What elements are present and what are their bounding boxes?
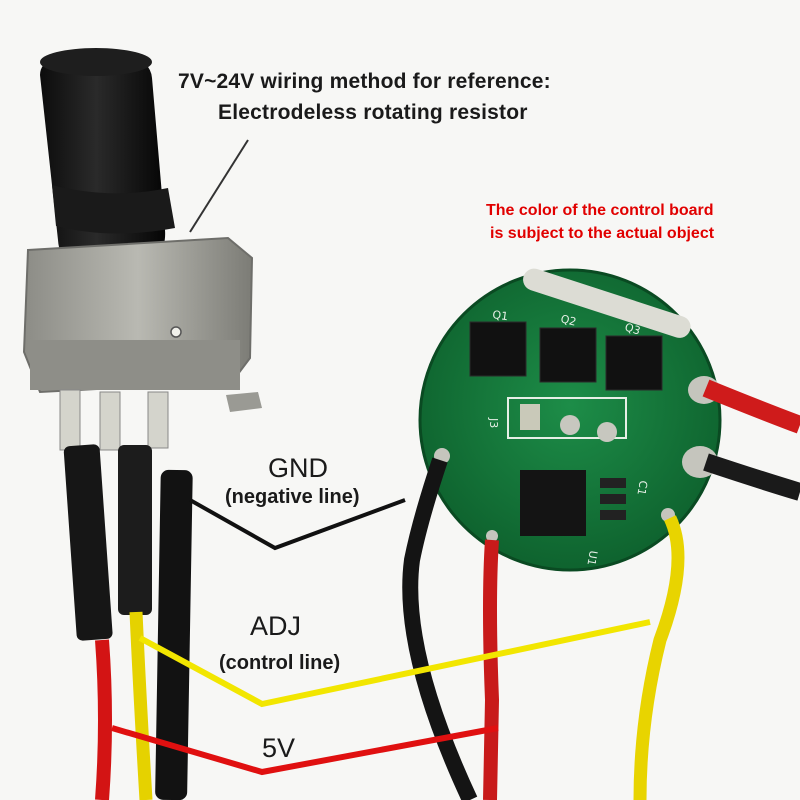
silk-q2: Q2 bbox=[559, 312, 577, 328]
gnd-label: GND bbox=[268, 453, 328, 483]
caption-line-1: 7V~24V wiring method for reference: bbox=[178, 70, 551, 93]
caption-pointer bbox=[189, 139, 249, 233]
silk-j3: J3 bbox=[487, 417, 500, 428]
adj-sublabel: (control line) bbox=[219, 652, 341, 674]
gnd-sublabel: (negative line) bbox=[225, 486, 360, 508]
silk-u1: U1 bbox=[584, 549, 599, 566]
silk-q1: Q1 bbox=[492, 308, 509, 323]
gnd-indicator-line bbox=[189, 498, 406, 551]
board-color-note-line-2: is subject to the actual object bbox=[490, 225, 715, 242]
control-board: Q1 Q2 Q3 J3 U1 C1 bbox=[418, 268, 722, 572]
pot-wires bbox=[63, 444, 193, 800]
adj-label: ADJ bbox=[250, 611, 302, 641]
vcc-indicator-line bbox=[111, 725, 499, 776]
vcc-label: 5V bbox=[262, 733, 296, 763]
silk-q3: Q3 bbox=[623, 320, 642, 337]
adj-indicator-line bbox=[138, 619, 651, 708]
board-color-note-line-1: The color of the control board bbox=[486, 202, 714, 219]
board-wires bbox=[402, 379, 800, 800]
silk-c1: C1 bbox=[634, 479, 649, 496]
potentiometer bbox=[22, 48, 262, 451]
caption-line-2: Electrodeless rotating resistor bbox=[218, 101, 528, 124]
